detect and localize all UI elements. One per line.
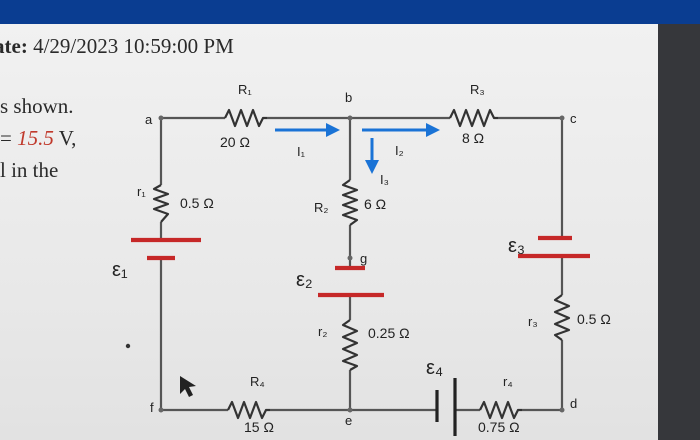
resistor-r4-symbol: [479, 400, 522, 420]
resistor-R1-value: 20 Ω: [220, 134, 250, 150]
resistor-r2-value: 0.25 Ω: [368, 325, 410, 341]
battery-e2: [318, 265, 384, 298]
resistor-R3-label: R₃: [470, 82, 485, 97]
date-value: 4/29/2023 10:59:00 PM: [33, 34, 234, 58]
resistor-r1-symbol: [152, 184, 170, 223]
text-fragment-1: s shown.: [0, 94, 74, 118]
emf-e4-label: ε₄: [426, 357, 443, 379]
resistor-R3-value: 8 Ω: [462, 130, 484, 146]
node-a-label: a: [145, 112, 153, 127]
emf-equals: =: [0, 126, 18, 150]
stray-dot: [125, 343, 131, 349]
mouse-pointer-icon: [180, 376, 196, 397]
current-i1-label: I₁: [297, 144, 306, 159]
node-c-label: c: [570, 111, 577, 126]
resistor-R4-symbol: [227, 400, 270, 420]
top-app-bar: [0, 0, 700, 24]
resistor-r2-label: r₂: [318, 324, 327, 339]
resistor-R3-symbol: [449, 108, 498, 128]
node-g-dot: [347, 255, 353, 261]
document-page: [0, 24, 660, 440]
resistor-R1-symbol: [224, 108, 267, 128]
node-a-dot: [158, 115, 164, 121]
date-line: ate: 4/29/2023 10:59:00 PM: [0, 34, 234, 59]
battery-e3: [518, 235, 590, 259]
emf-value: 15.5: [17, 126, 54, 150]
resistor-r3-symbol: [553, 294, 571, 341]
resistor-r2-symbol: [341, 319, 359, 371]
node-e-dot: [347, 407, 353, 413]
battery-e1: [131, 237, 201, 261]
emf-e3-label: ε₃: [508, 235, 525, 257]
resistor-r3-label: r₃: [528, 314, 538, 329]
current-arrow-i2: [362, 123, 440, 137]
emf-e2-label: ε₂: [296, 269, 313, 291]
emf-unit: V,: [53, 126, 77, 150]
resistor-R4-label: R₄: [250, 374, 265, 389]
node-d-label: d: [570, 396, 577, 411]
resistor-r4-label: r₄: [503, 374, 513, 389]
resistor-r1-label: r₁: [137, 184, 146, 199]
emf-e1-label: ε₁: [112, 259, 128, 281]
node-b-label: b: [345, 90, 352, 105]
resistor-r4-value: 0.75 Ω: [478, 419, 520, 435]
resistor-r1-value: 0.5 Ω: [180, 195, 214, 211]
date-label: ate:: [0, 34, 28, 58]
current-i2-label: I₂: [395, 143, 404, 158]
resistor-R2-label: R₂: [314, 200, 328, 215]
resistor-R2-symbol: [341, 179, 359, 226]
wires: [159, 116, 564, 412]
node-g-label: g: [360, 251, 367, 266]
node-f-dot: [158, 407, 164, 413]
text-fragment-2: = 15.5 V,: [0, 126, 76, 151]
node-c-dot: [559, 115, 565, 121]
node-d-dot: [559, 407, 565, 413]
resistor-R1-label: R₁: [238, 82, 252, 97]
resistor-R2-value: 6 Ω: [364, 196, 386, 212]
current-i3-label: I₃: [380, 172, 389, 187]
battery-e4: [435, 378, 457, 436]
resistor-r3-value: 0.5 Ω: [577, 311, 611, 327]
node-e-label: e: [345, 413, 352, 428]
node-b-dot: [347, 115, 353, 121]
node-f-label: f: [150, 400, 154, 415]
page-edge: [658, 24, 700, 440]
resistor-R4-value: 15 Ω: [244, 419, 274, 435]
text-fragment-3: l in the: [0, 158, 59, 182]
current-arrow-i1: [275, 123, 340, 137]
current-arrow-i3: [365, 138, 379, 174]
